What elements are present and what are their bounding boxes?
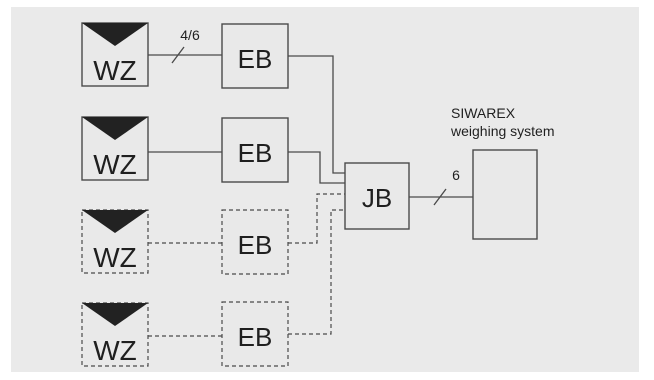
load-triangle-icon bbox=[82, 23, 148, 46]
weigh-cell-3: WZ bbox=[81, 209, 149, 274]
extension-box-4: EB bbox=[221, 301, 289, 367]
weigh-cell-2: WZ bbox=[81, 116, 149, 181]
cable-tick-mark bbox=[433, 188, 447, 206]
weigh-cell-label: WZ bbox=[93, 242, 137, 273]
extension-box-label: EB bbox=[238, 230, 273, 260]
extension-box-2: EB bbox=[221, 117, 289, 183]
system-title-line1: SIWAREX bbox=[451, 105, 516, 121]
cable-core-count-label: 4/6 bbox=[180, 27, 200, 43]
extension-box-label: EB bbox=[238, 322, 273, 352]
extension-box-1: EB bbox=[221, 23, 289, 89]
load-triangle-icon bbox=[82, 117, 148, 140]
weigh-cell-4: WZ bbox=[81, 302, 149, 367]
connection-line bbox=[288, 193, 345, 244]
connection-line bbox=[288, 151, 345, 184]
connection-line bbox=[288, 209, 345, 335]
load-triangle-icon bbox=[82, 210, 148, 233]
weigh-cell-label: WZ bbox=[93, 149, 137, 180]
junction-box-label: JB bbox=[362, 183, 392, 213]
load-triangle-icon bbox=[82, 303, 148, 326]
weigh-cell-label: WZ bbox=[93, 55, 137, 86]
extension-box-label: EB bbox=[238, 138, 273, 168]
cable-tick-mark bbox=[171, 46, 185, 64]
connection-line bbox=[288, 55, 345, 174]
system-cable-core-count-label: 6 bbox=[452, 167, 460, 183]
siwarex-system-box bbox=[472, 149, 538, 240]
system-title-line2: weighing system bbox=[450, 123, 555, 139]
weigh-cell-1: WZ bbox=[81, 22, 149, 87]
weigh-cell-label: WZ bbox=[93, 335, 137, 366]
extension-box-3: EB bbox=[221, 209, 289, 275]
junction-box: JB bbox=[344, 162, 410, 230]
extension-box-label: EB bbox=[238, 44, 273, 74]
